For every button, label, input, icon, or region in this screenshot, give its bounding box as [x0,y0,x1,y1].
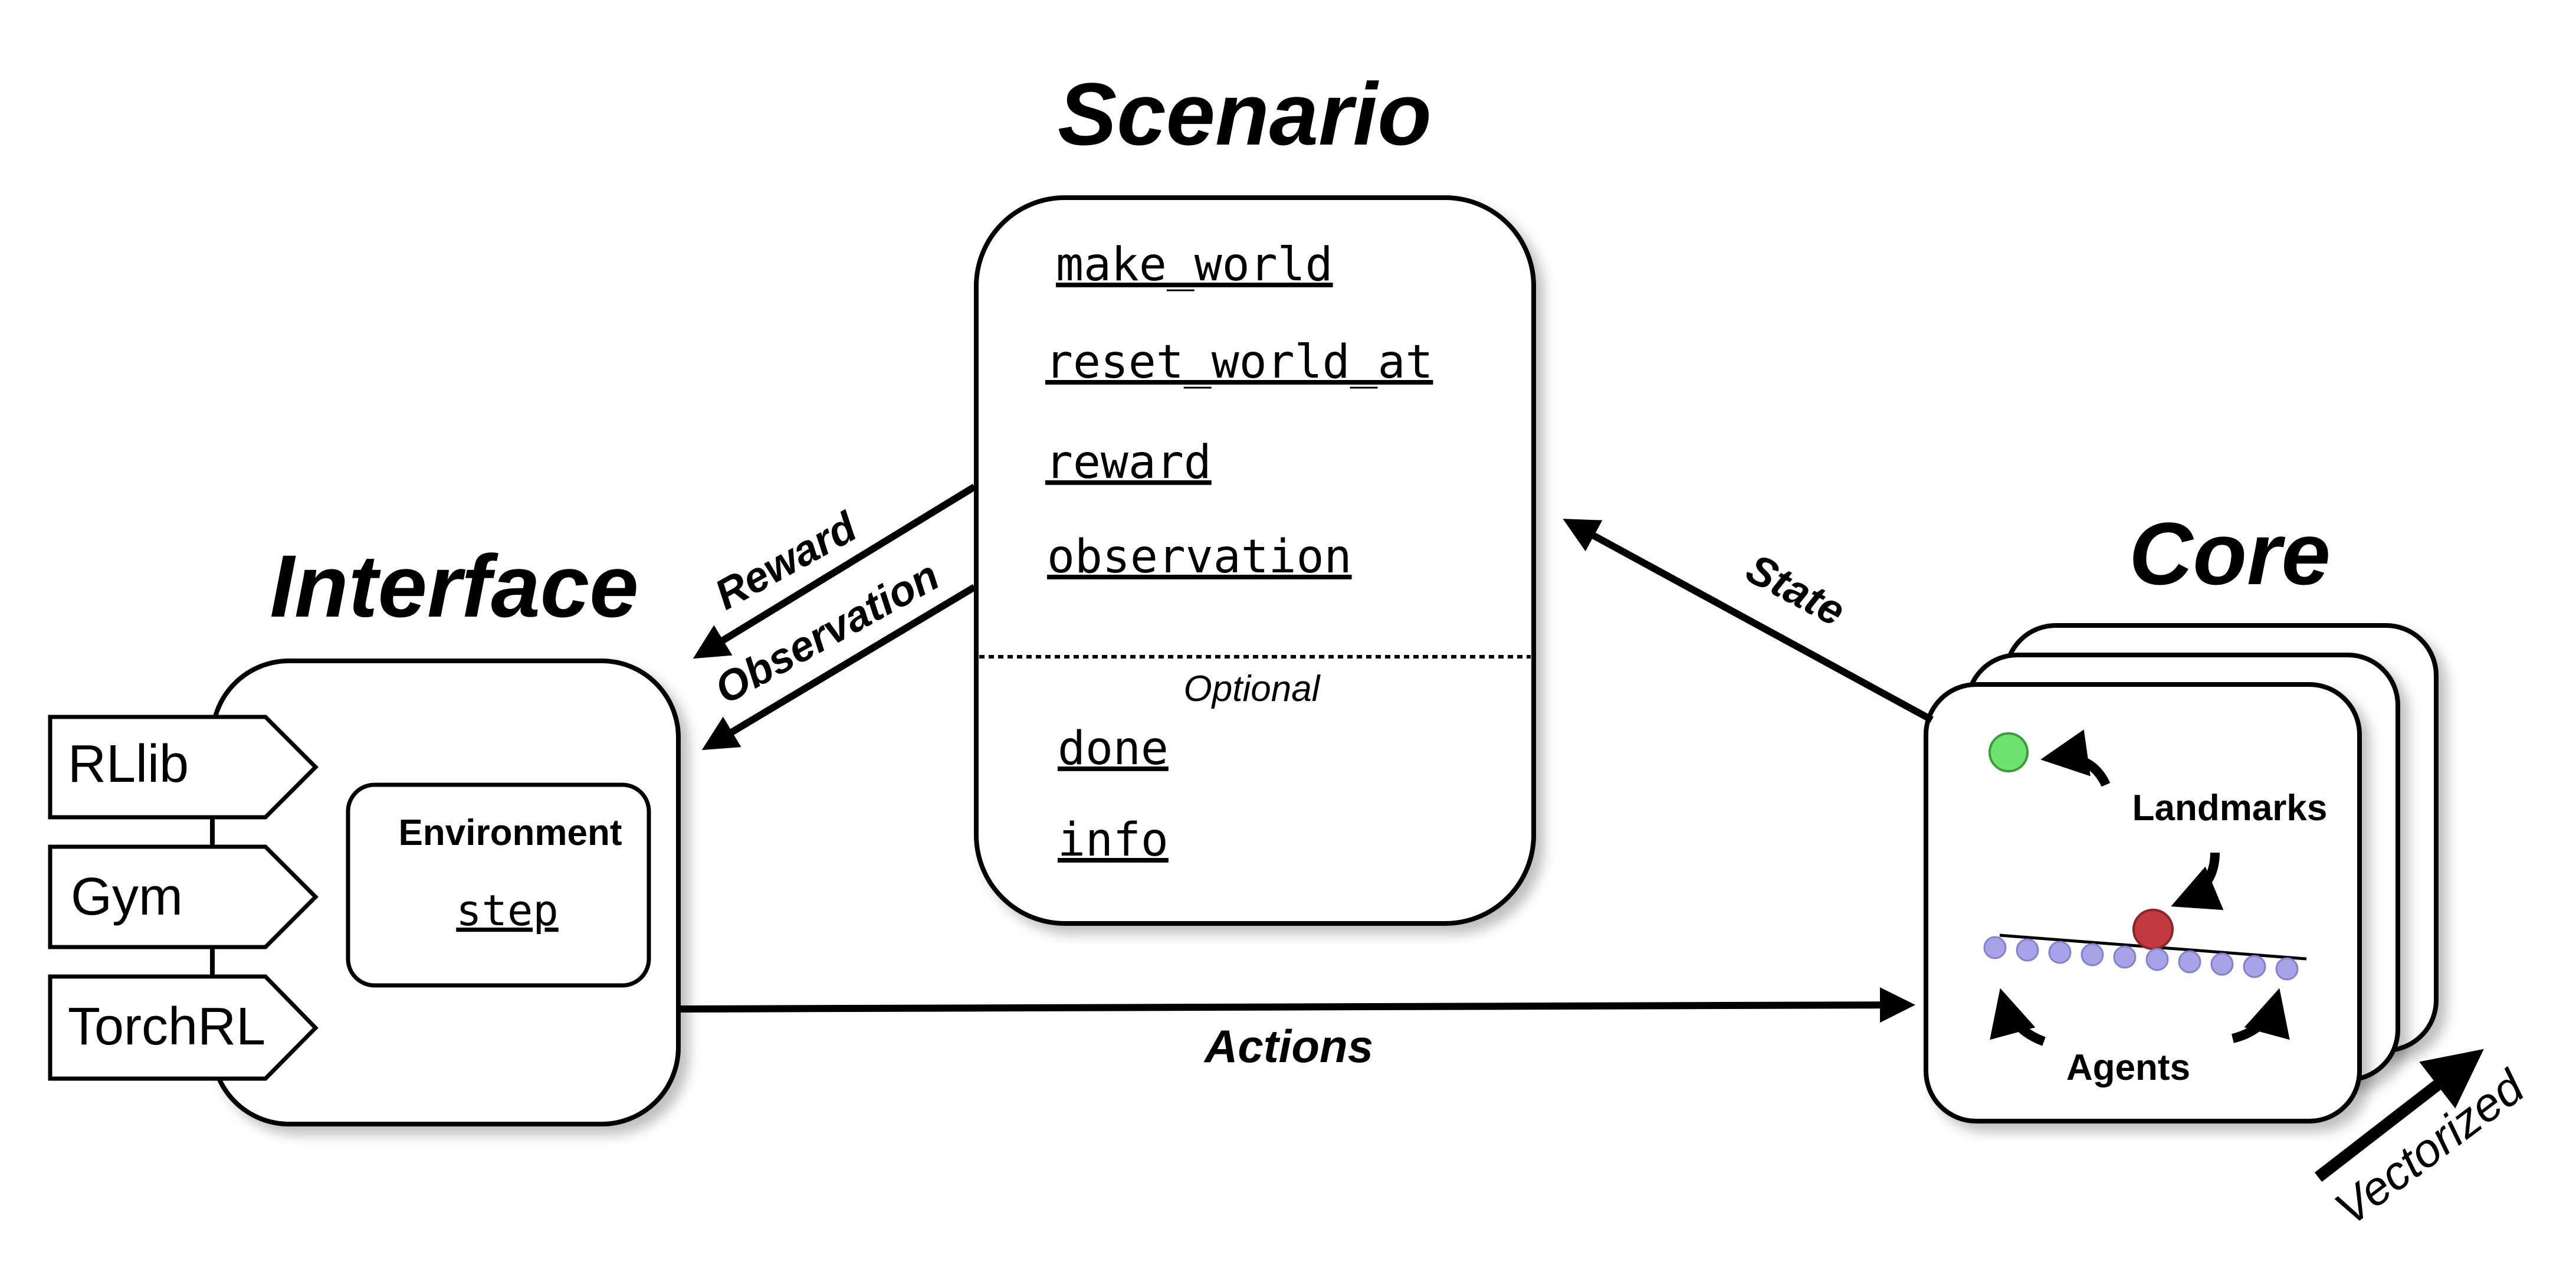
agent [2081,943,2104,967]
observation-arrow [701,584,977,751]
state-arrow [1563,519,1934,723]
actions-label: Actions [1203,1020,1373,1072]
agents-label: Agents [2066,1047,2190,1088]
wrapper-tag-torchrl: TorchRL [48,974,319,1081]
actions-arrow-group: Actions [678,987,1915,1072]
wrapper-label-gym: Gym [71,867,183,926]
agent [1983,936,2007,959]
vectorized-arrow [2314,1049,2484,1182]
scenario-title: Scenario [1058,64,1432,163]
scenario-function-reward: reward [1045,436,1212,489]
agent-arrow-left-icon [1990,988,2046,1046]
core-block: Core Landmarks Agents [1924,504,2535,1236]
interface-block: Interface RLlib Gym TorchRL Environment … [48,536,681,1126]
scenario-block: Scenario make_world reset_world_at rewar… [974,64,1536,926]
interface-title: Interface [270,536,638,636]
agent [2113,945,2137,969]
goal-landmark [1988,732,2029,772]
agent [2048,941,2072,964]
landmarks-label: Landmarks [2132,788,2328,828]
environment-label: Environment [399,813,622,853]
agent [2178,950,2201,974]
wrapper-tag-gym: Gym [48,844,319,949]
obstacle-landmark [2132,909,2174,950]
agent [2275,957,2299,981]
environment-box [346,782,651,988]
reward-arrow [693,483,977,659]
agent-arrow-right-icon [2231,988,2290,1043]
agent [2016,938,2039,962]
wrapper-tag-rllib: RLlib [48,715,319,820]
wrapper-label-rllib: RLlib [68,735,189,794]
scenario-function-make-world: make_world [1056,238,1333,291]
state-arrow-group: State [1563,519,1934,723]
landmark-arrow-to-goal-icon [2040,729,2111,787]
core-title: Core [2129,504,2331,603]
agent [2145,948,2169,971]
actions-arrow [678,987,1915,1023]
scenario-function-reset-world-at: reset_world_at [1045,336,1433,389]
agent [2243,955,2266,978]
scenario-function-observation: observation [1047,530,1352,584]
scenario-box [974,195,1536,926]
scenario-function-info: info [1058,814,1169,867]
landmark-arrow-to-obstacle-icon [2171,852,2224,910]
optional-label: Optional [1184,669,1321,709]
environment-step-method: step [456,886,558,935]
agents-group [1983,936,2299,981]
agent [2210,952,2234,976]
scenario-function-done: done [1058,722,1169,775]
wrapper-label-torchrl: TorchRL [68,997,265,1056]
